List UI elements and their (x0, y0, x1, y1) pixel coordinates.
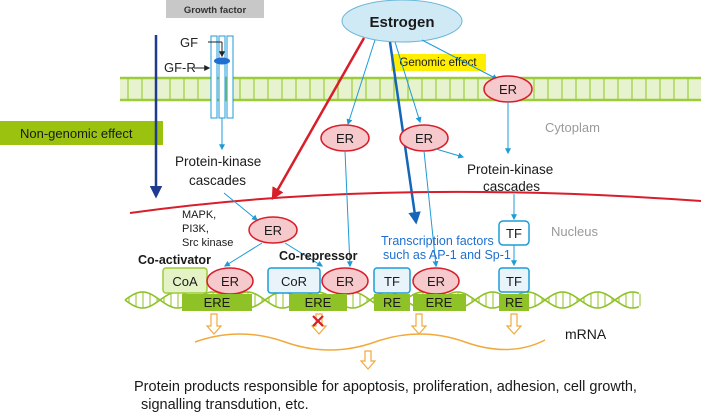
ere-1 (182, 294, 252, 311)
transcription-arrows (205, 313, 523, 370)
ere-1-label: ERE (204, 295, 231, 310)
re-5 (499, 294, 529, 311)
ere-2-label: ERE (305, 295, 332, 310)
transcription-factors-line2: such as AP-1 and Sp-1 (383, 248, 511, 262)
repression-x-icon (312, 315, 324, 327)
estrogen-to-er-a-arrow (346, 39, 376, 126)
re-3-label: RE (383, 295, 401, 310)
mrna-label: mRNA (565, 326, 607, 342)
re-3 (374, 294, 410, 311)
cytoplasm-label: Cytoplam (545, 120, 600, 135)
transcription-factors-line1: Transcription factors (381, 234, 494, 248)
protein-products-line1: Protein products responsible for apoptos… (134, 379, 637, 395)
re-5-label: RE (505, 295, 523, 310)
protein-kinase-right-line2: cascades (483, 179, 540, 194)
tf-box-3 (373, 267, 411, 294)
estrogen-to-nuclear-er-arrow (271, 37, 366, 201)
er-membrane-label: ER (499, 82, 517, 97)
growth-factor-receptor (210, 35, 234, 119)
nuclear-membrane (129, 190, 701, 214)
ere-2 (289, 294, 347, 311)
non-genomic-effect-box (0, 121, 163, 145)
er-dna-1-label: ER (221, 274, 239, 289)
genomic-effect-label: Genomic effect (399, 57, 477, 69)
estrogen-node (341, 0, 463, 43)
co-repressor-label: Co-repressor (279, 249, 358, 263)
cor-label: CoR (281, 274, 307, 289)
protein-kinase-left-line2: cascades (189, 173, 246, 188)
cor-box (267, 267, 321, 294)
growth-factor-header: Growth factor (184, 5, 247, 16)
estrogen-to-membrane-er-arrow (421, 39, 499, 80)
gf-label: GF (180, 35, 198, 50)
estrogen-to-er-b-arrow (394, 41, 422, 124)
er-cytoplasm-b-label: ER (415, 131, 433, 146)
kinase-mapk: MAPK, (182, 209, 216, 221)
ere-4-label: ERE (426, 295, 453, 310)
mrna-strand (194, 333, 546, 351)
non-genomic-effect-label: Non-genomic effect (20, 126, 133, 141)
tf-box-5 (498, 267, 530, 293)
er-dna-2-label: ER (336, 274, 354, 289)
er-nucleus (248, 216, 298, 244)
tf-box-5-label: TF (506, 274, 522, 289)
tf-nucleus-label: TF (506, 226, 522, 241)
nucleus-label: Nucleus (551, 224, 598, 239)
protein-products-line2: signalling transdution, etc. (141, 397, 309, 413)
er-dna-4-label: ER (427, 274, 445, 289)
kinase-src: Src kinase (182, 237, 233, 249)
coa-label: CoA (172, 274, 198, 289)
genomic-effect-box (391, 54, 486, 71)
protein-kinase-right-line1: Protein-kinase (467, 162, 553, 177)
er-nucleus-label: ER (264, 223, 282, 238)
cell-membrane (120, 76, 701, 102)
tf-box-3-label: TF (384, 274, 400, 289)
gf-r-label: GF-R (164, 60, 196, 75)
er-cytoplasm-a-label: ER (336, 131, 354, 146)
co-activator-label: Co-activator (138, 253, 211, 267)
estrogen-label: Estrogen (369, 14, 434, 31)
protein-kinase-left-line1: Protein-kinase (175, 154, 261, 169)
gf-ligand (214, 57, 230, 65)
kinase-pi3k: PI3K, (182, 223, 209, 235)
ere-4 (413, 294, 466, 311)
growth-factor-header-box (166, 0, 264, 18)
